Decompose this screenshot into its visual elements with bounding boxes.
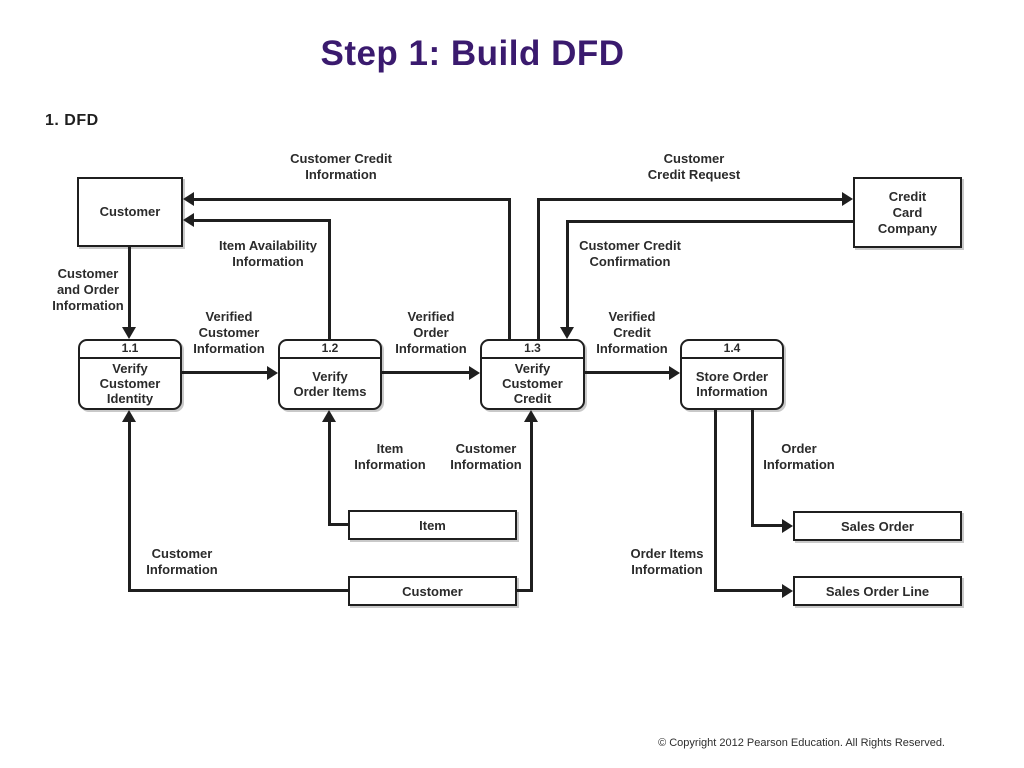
- store-sales-order: Sales Order: [793, 511, 962, 541]
- flow-customer-store-to-1-3-line-h: [517, 589, 533, 592]
- process-label: Verify Customer Credit: [502, 361, 563, 406]
- label-customer-credit-confirmation: Customer Credit Confirmation: [579, 238, 681, 269]
- process-verify-customer-credit: 1.3 Verify Customer Credit: [480, 339, 585, 410]
- label-customer-credit-information: Customer Credit Information: [290, 151, 392, 182]
- process-verify-customer-identity: 1.1 Verify Customer Identity: [78, 339, 182, 410]
- flow-ccc-to-1-3-line-h: [568, 220, 853, 223]
- flow-1-3-to-customer-line-h: [194, 198, 511, 201]
- flow-1-2-to-customer-line-v: [328, 219, 331, 339]
- flow-item-to-1-2-line-h: [328, 523, 348, 526]
- flow-customer-store-to-1-3-line-v: [530, 422, 533, 591]
- flow-customer-to-1-1-arrowhead: [122, 327, 136, 339]
- page-title: Step 1: Build DFD: [320, 34, 625, 73]
- entity-customer: Customer: [77, 177, 183, 247]
- flow-1-4-to-sales-order-arrowhead: [782, 519, 793, 533]
- process-number: 1.4: [682, 341, 782, 359]
- flow-1-1-to-1-2-arrowhead: [267, 366, 278, 380]
- flow-customer-to-1-1-line: [128, 247, 131, 329]
- flow-1-4-to-sales-order-line-store-line-h: [714, 589, 782, 592]
- label-verified-order-information: Verified Order Information: [395, 309, 467, 356]
- flow-1-2-to-customer-arrowhead: [183, 213, 194, 227]
- store-item: Item: [348, 510, 517, 540]
- flow-1-3-to-ccc-line-h: [537, 198, 842, 201]
- flow-customer-store-to-1-1-arrowhead: [122, 410, 136, 422]
- label-customer-information-to-identity: Customer Information: [146, 546, 218, 577]
- entity-credit-card-company: Credit Card Company: [853, 177, 962, 248]
- flow-1-3-to-customer-line-v: [508, 198, 511, 339]
- process-label: Verify Customer Identity: [99, 361, 161, 406]
- flow-1-3-to-1-4-line: [585, 371, 669, 374]
- flow-1-1-to-1-2-line: [182, 371, 267, 374]
- flow-1-3-to-customer-arrowhead: [183, 192, 194, 206]
- flow-1-4-to-sales-order-line-store-line-v: [714, 410, 717, 592]
- flow-1-2-to-1-3-arrowhead: [469, 366, 480, 380]
- flow-1-4-to-sales-order-line-v: [751, 410, 754, 527]
- flow-1-2-to-customer-line-h: [194, 219, 331, 222]
- process-label: Verify Order Items: [293, 368, 367, 399]
- process-number: 1.1: [80, 341, 180, 359]
- label-customer-credit-request: Customer Credit Request: [647, 151, 741, 182]
- process-number: 1.2: [280, 341, 380, 359]
- flow-1-2-to-1-3-line: [382, 371, 469, 374]
- flow-1-3-to-ccc-line-v: [537, 198, 540, 339]
- flow-customer-store-to-1-1-line-h: [128, 589, 348, 592]
- label-verified-credit-information: Verified Credit Information: [596, 309, 668, 356]
- label-order-information: Order Information: [763, 441, 835, 472]
- label-item-availability-information: Item Availability Information: [218, 238, 317, 269]
- flow-customer-store-to-1-3-arrowhead: [524, 410, 538, 422]
- label-verified-customer-information: Verified Customer Information: [193, 309, 265, 356]
- process-number: 1.3: [482, 341, 583, 359]
- store-sales-order-line: Sales Order Line: [793, 576, 962, 606]
- process-verify-order-items: 1.2 Verify Order Items: [278, 339, 382, 410]
- flow-customer-store-to-1-1-line-v: [128, 422, 131, 591]
- copyright-notice: © Copyright 2012 Pearson Education. All …: [658, 737, 945, 749]
- label-order-items-information: Order Items Information: [630, 546, 704, 577]
- process-store-order-information: 1.4 Store Order Information: [680, 339, 784, 410]
- label-item-information: Item Information: [354, 441, 426, 472]
- store-customer: Customer: [348, 576, 517, 606]
- flow-1-3-to-1-4-arrowhead: [669, 366, 680, 380]
- flow-item-to-1-2-line-v: [328, 422, 331, 525]
- flow-1-4-to-sales-order-line-h: [751, 524, 782, 527]
- flow-1-3-to-ccc-arrowhead: [842, 192, 853, 206]
- dfd-heading: 1. DFD: [45, 112, 99, 129]
- process-label: Store Order Information: [695, 368, 769, 399]
- label-customer-and-order-information: Customer and Order Information: [52, 266, 124, 313]
- flow-ccc-to-1-3-arrowhead: [560, 327, 574, 339]
- flow-1-4-to-sales-order-line-store-arrowhead: [782, 584, 793, 598]
- flow-ccc-to-1-3-line-v: [566, 220, 569, 327]
- flow-item-to-1-2-arrowhead: [322, 410, 336, 422]
- label-customer-information-to-credit: Customer Information: [450, 441, 522, 472]
